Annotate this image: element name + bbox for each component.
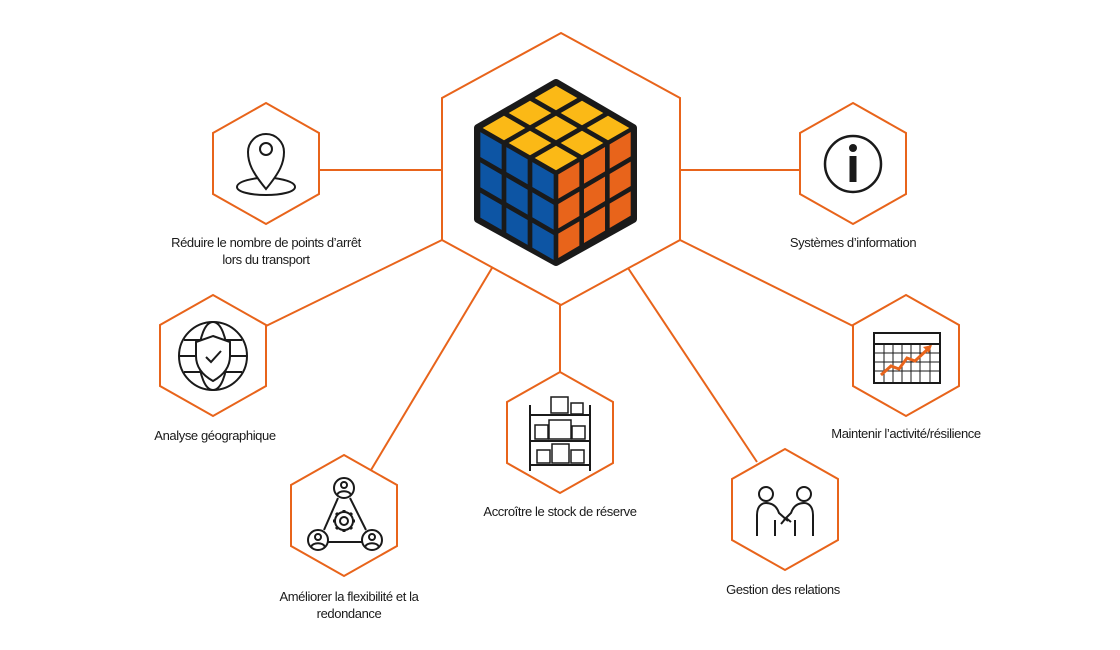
hexagon-relations <box>732 449 838 570</box>
label-info: Systèmes d’information <box>743 234 963 251</box>
label-flex-line-1: Améliorer la flexibilité et la <box>244 588 454 605</box>
connector-flex <box>371 268 492 470</box>
label-resilience-line-1: Maintenir l’activité/résilience <box>796 425 1016 442</box>
label-relations-line-1: Gestion des relations <box>683 581 883 598</box>
label-stops-line-2: lors du transport <box>150 251 382 268</box>
label-flex: Améliorer la flexibilité et la redondanc… <box>244 588 454 622</box>
hexagon-resilience <box>853 295 959 416</box>
label-geo: Analyse géographique <box>110 427 320 444</box>
label-stops: Réduire le nombre de points d’arrêt lors… <box>150 234 382 268</box>
label-resilience: Maintenir l’activité/résilience <box>796 425 1016 442</box>
connector-resilience <box>680 240 853 326</box>
label-geo-line-1: Analyse géographique <box>110 427 320 444</box>
connector-relations <box>628 268 757 462</box>
hexagon-flex <box>291 455 397 576</box>
label-stock: Accroître le stock de réserve <box>450 503 670 520</box>
label-relations: Gestion des relations <box>683 581 883 598</box>
label-flex-line-2: redondance <box>244 605 454 622</box>
hexagon-stops <box>213 103 319 224</box>
label-stock-line-1: Accroître le stock de réserve <box>450 503 670 520</box>
label-info-line-1: Systèmes d’information <box>743 234 963 251</box>
label-stops-line-1: Réduire le nombre de points d’arrêt <box>150 234 382 251</box>
